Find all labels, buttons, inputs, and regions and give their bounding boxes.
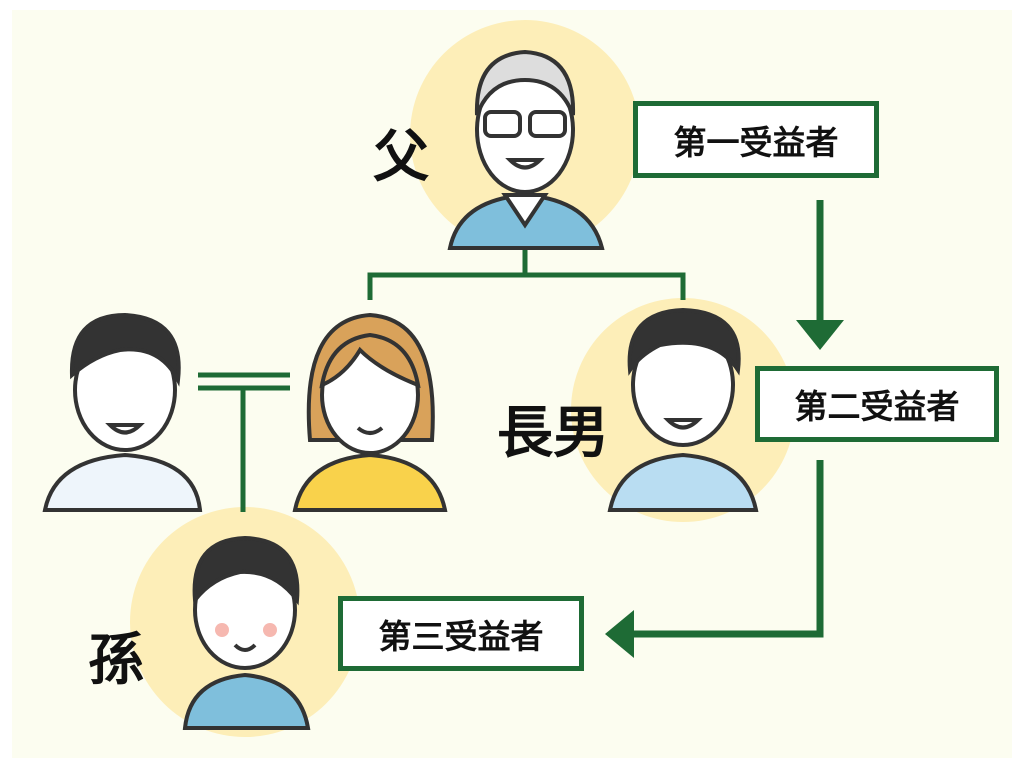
arrow-second-to-third xyxy=(605,460,824,658)
arrow-first-to-second xyxy=(796,200,844,350)
family-lines xyxy=(198,250,686,512)
wife-illustration xyxy=(292,312,448,512)
husband-illustration xyxy=(42,312,203,512)
father-label: 父 xyxy=(373,125,429,190)
son-illustration xyxy=(607,307,759,512)
third-beneficiary-box: 第三受益者 xyxy=(338,596,584,671)
eldest-son-label: 長男 xyxy=(497,401,609,466)
father-illustration xyxy=(447,49,605,250)
grandchild-label: 孫 xyxy=(88,628,144,693)
second-beneficiary-box: 第二受益者 xyxy=(755,366,999,442)
grandchild-illustration xyxy=(182,535,311,730)
first-beneficiary-box: 第一受益者 xyxy=(633,101,879,178)
